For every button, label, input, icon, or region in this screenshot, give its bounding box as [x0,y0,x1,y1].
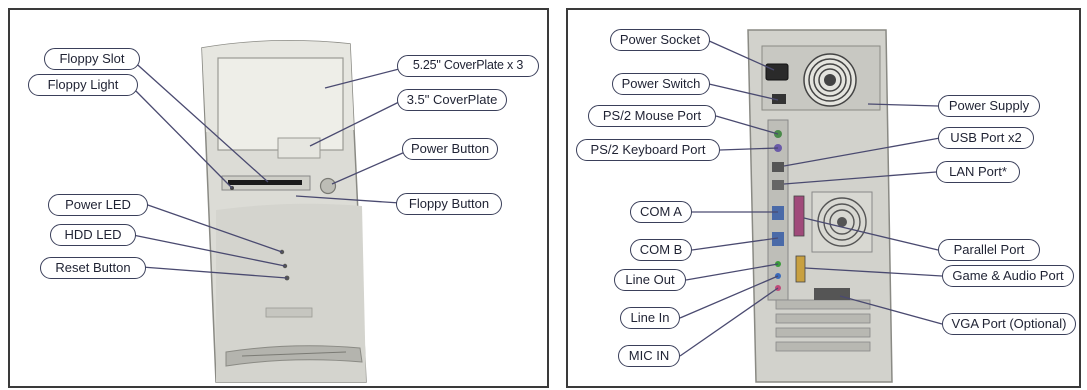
psu-fan [803,53,857,107]
label-line-in: Line In [620,307,680,329]
label-floppy-button: Floppy Button [396,193,502,215]
label-power-socket: Power Socket [610,29,710,51]
rear-leader-lines [679,39,943,357]
label-usb-port-x2: USB Port x2 [938,127,1034,149]
rear-case-illustration [679,29,943,383]
label-power-switch: Power Switch [612,73,710,95]
label-game-audio-port: Game & Audio Port [942,265,1074,287]
label-coverplate-35: 3.5" CoverPlate [397,89,507,111]
front-case-illustration [127,40,406,383]
rear-panel: Power Socket Power Switch PS/2 Mouse Por… [566,8,1081,388]
com-b-shape [772,232,784,246]
com-a-shape [772,206,784,220]
floppy-slot-opening [228,180,302,185]
label-lan-port: LAN Port* [936,161,1020,183]
label-hdd-led: HDD LED [50,224,136,246]
parallel-port-shape [793,195,805,237]
front-panel: Floppy Slot Floppy Light Power LED HDD L… [8,8,549,388]
label-reset-button: Reset Button [40,257,146,279]
label-power-supply: Power Supply [938,95,1040,117]
label-power-button: Power Button [402,138,498,160]
label-vga-port-optional: VGA Port (Optional) [942,313,1076,335]
lan-shape [772,180,784,190]
label-line-out: Line Out [614,269,686,291]
brand-plate [265,307,313,318]
game-port-shape [795,255,806,283]
leader-lines [127,57,406,279]
drive-bay-35 [277,137,321,159]
vga-port-shape [814,288,850,300]
label-com-a: COM A [630,201,692,223]
label-coverplate-525: 5.25" CoverPlate x 3 [397,55,539,77]
label-power-led: Power LED [48,194,148,216]
power-switch-shape [772,94,786,104]
power-socket-shape [765,63,789,81]
bottom-vent [225,345,363,367]
label-com-b: COM B [630,239,692,261]
label-floppy-light: Floppy Light [28,74,138,96]
label-ps2-mouse-port: PS/2 Mouse Port [588,105,716,127]
drive-bay-525 [217,57,344,151]
power-button-knob [319,177,337,195]
usb-shape [772,162,784,172]
label-parallel-port: Parallel Port [938,239,1040,261]
label-floppy-slot: Floppy Slot [44,48,140,70]
label-ps2-keyboard-port: PS/2 Keyboard Port [576,139,720,161]
label-mic-in: MIC IN [618,345,680,367]
